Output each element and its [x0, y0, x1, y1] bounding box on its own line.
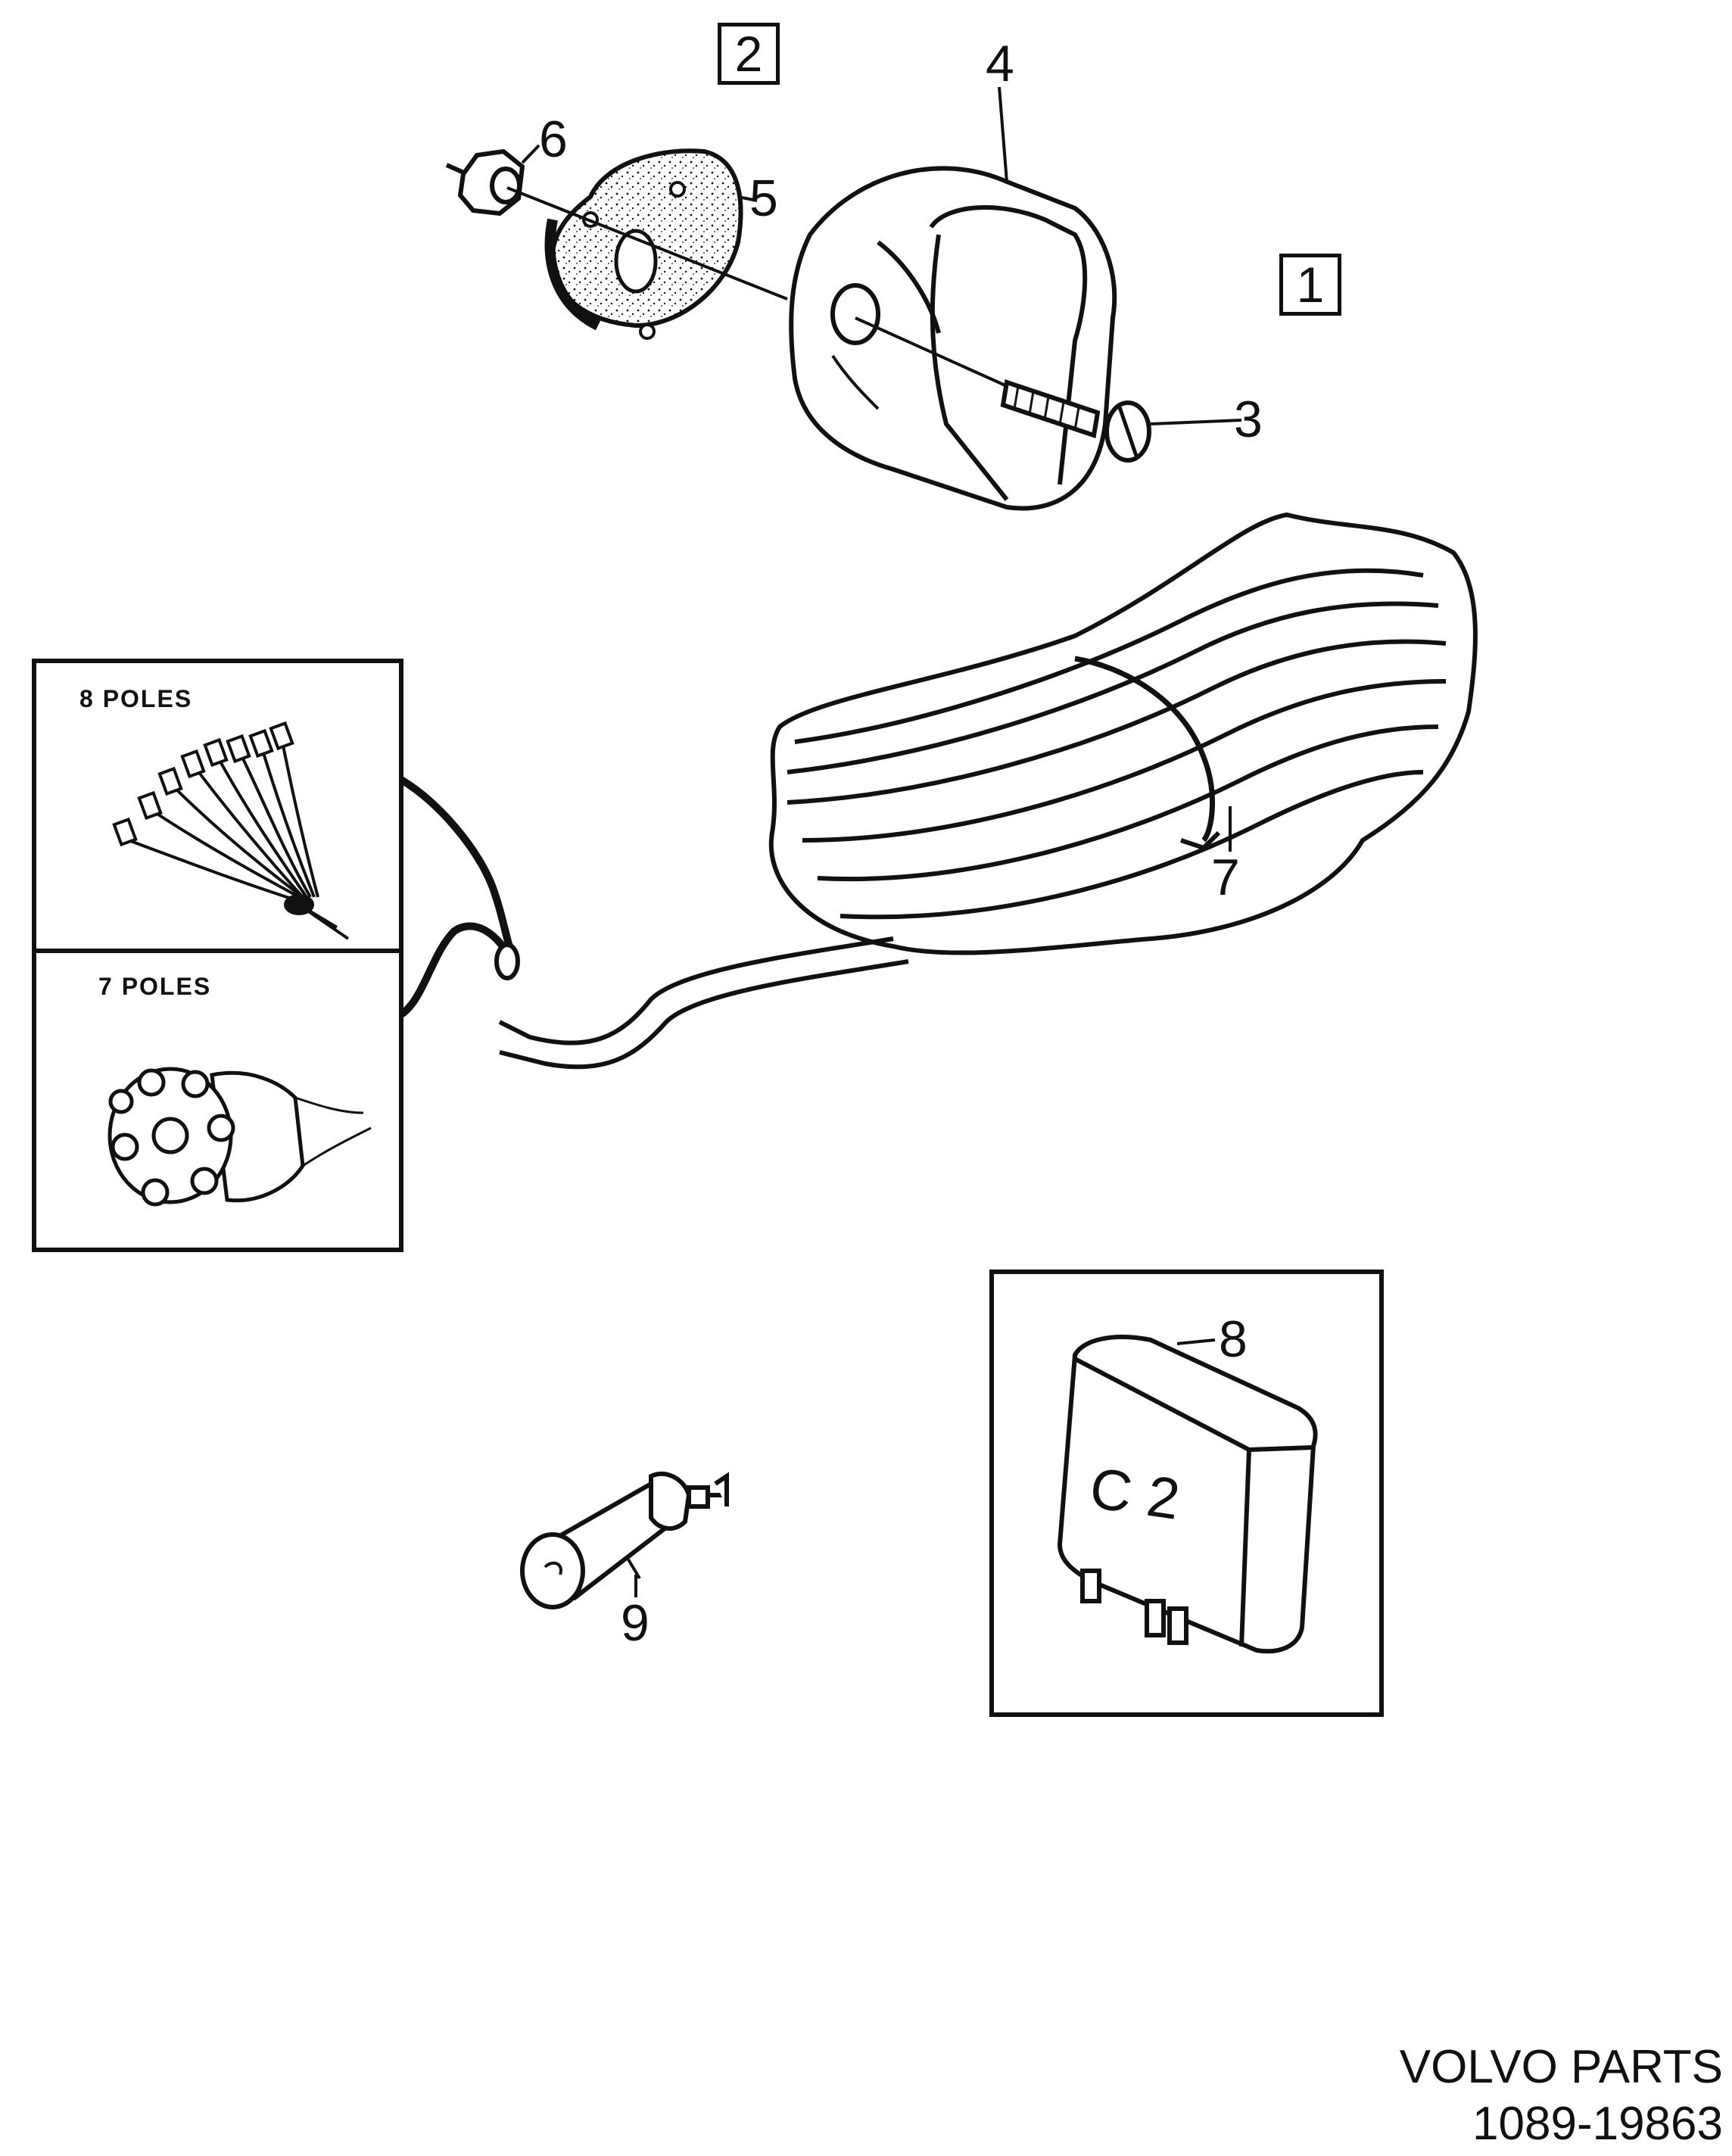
callout-3: 3 — [1234, 391, 1263, 448]
nut-part-6 — [445, 148, 525, 217]
socket-housing-part-4 — [789, 166, 1117, 511]
footer-brand: VOLVO PARTS — [1399, 2041, 1723, 2093]
screw-part-3 — [855, 316, 1242, 463]
inset-wires — [398, 776, 520, 1018]
cable-harness-part-7 — [498, 512, 1478, 1070]
eight-poles-sketch — [112, 721, 350, 940]
callout-7: 7 — [1211, 849, 1240, 906]
callout-9: 9 — [621, 1594, 650, 1652]
group-ref-1: 1 — [1279, 254, 1341, 316]
callout-4: 4 — [986, 35, 1014, 92]
group-ref-1-label: 1 — [1296, 257, 1325, 313]
seven-poles-label: 7 POLES — [98, 973, 212, 1000]
callout-8: 8 — [1219, 1310, 1248, 1368]
seven-poles-sketch — [107, 1067, 372, 1207]
group-ref-2: 2 — [718, 23, 780, 85]
indicator-lamp-part-9 — [520, 1471, 729, 1609]
alignment-line — [506, 186, 788, 301]
module-marking: C 2 — [1086, 1456, 1184, 1532]
callout-leaders — [521, 86, 1232, 1597]
footer-code: 1089-19863 — [1472, 2098, 1723, 2150]
group-ref-2-label: 2 — [734, 26, 763, 82]
gasket-part-5 — [544, 148, 743, 340]
relay-module-part-8 — [1057, 1335, 1318, 1654]
eight-poles-label: 8 POLES — [79, 685, 193, 712]
callout-6: 6 — [539, 111, 568, 168]
callout-5: 5 — [749, 170, 778, 227]
